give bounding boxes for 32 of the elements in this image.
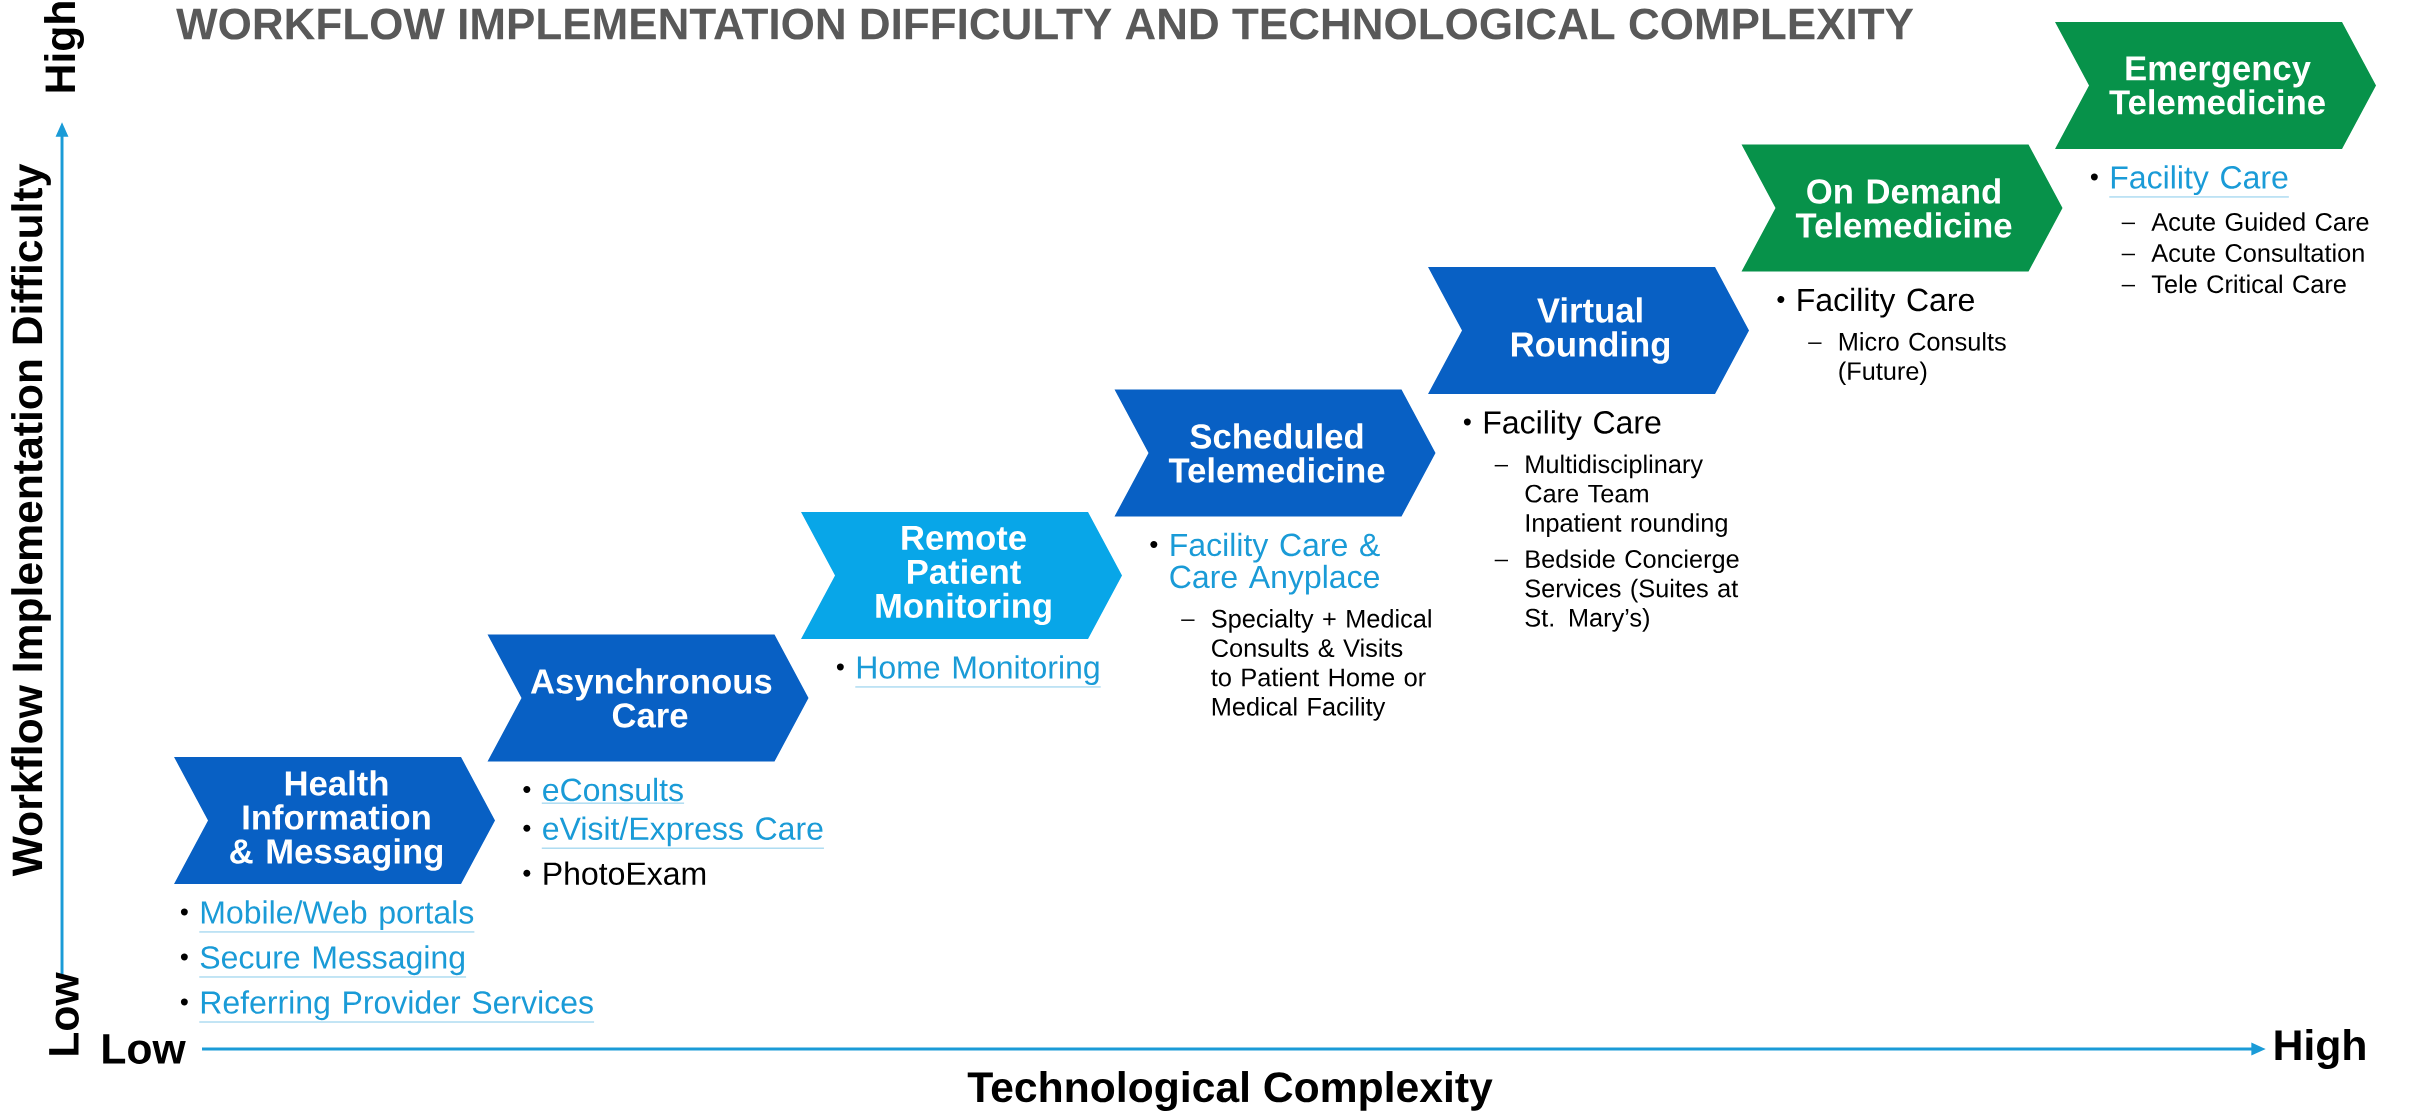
axis-title: Workflow Implementation Difficulty bbox=[11, 163, 51, 877]
axis-label: High bbox=[2275, 1029, 2365, 1069]
list-item: PhotoExam bbox=[523, 861, 706, 885]
list-item: Facility Care bbox=[1777, 287, 1974, 318]
sub-list-item: Tele Critical Care bbox=[2120, 274, 2346, 294]
list-item: Facility Care & Care Anyplace bbox=[1150, 532, 1380, 595]
list-item: Mobile/Web portals bbox=[180, 900, 475, 933]
chevron-step: Scheduled Telemedicine bbox=[1114, 389, 1436, 517]
sub-list-item: Bedside Concierge Services (Suites at St. Mary’s) bbox=[1493, 549, 1739, 632]
list-item: Facility Care bbox=[2090, 165, 2290, 198]
axis-label: Low bbox=[49, 972, 79, 1055]
sub-list-item: Acute Guided Care bbox=[2120, 212, 2369, 231]
chevron-step: Emergency Telemedicine bbox=[2055, 22, 2376, 149]
list-item: Facility Care bbox=[1463, 410, 1661, 441]
list-item: eVisit/Express Care bbox=[523, 816, 825, 849]
axis-label: Low bbox=[103, 1034, 186, 1064]
axis-title: Technological Complexity bbox=[967, 1071, 1493, 1111]
chevron-step: Remote Patient Monitoring bbox=[801, 512, 1122, 639]
sub-list-item: Specialty + Medical Consults & Visits to Patient Home or Medical Facility bbox=[1180, 609, 1431, 721]
list-item: Home Monitoring bbox=[836, 655, 1101, 688]
list-item: Secure Messaging bbox=[180, 945, 467, 978]
list-item: Referring Provider Services bbox=[180, 990, 595, 1023]
heading: WORKFLOW IMPLEMENTATION DIFFICULTY AND TECHNOLOGICAL COMPLEXITY bbox=[176, 8, 1914, 40]
chevron-step: Asynchronous Care bbox=[487, 634, 809, 762]
sub-list-item: Acute Consultation bbox=[2120, 243, 2364, 263]
list-item: eConsults bbox=[523, 777, 685, 804]
sub-list-item: Multidisciplinary Care Team Inpatient rounding bbox=[1493, 454, 1727, 537]
sub-list-item: Micro Consults (Future) bbox=[1807, 332, 2006, 386]
axis-label: High bbox=[44, 2, 84, 92]
chevron-step: On Demand Telemedicine bbox=[1741, 144, 2063, 272]
chevron-step: Health Information & Messaging bbox=[174, 757, 495, 884]
chevron-step: Virtual Rounding bbox=[1428, 267, 1749, 394]
